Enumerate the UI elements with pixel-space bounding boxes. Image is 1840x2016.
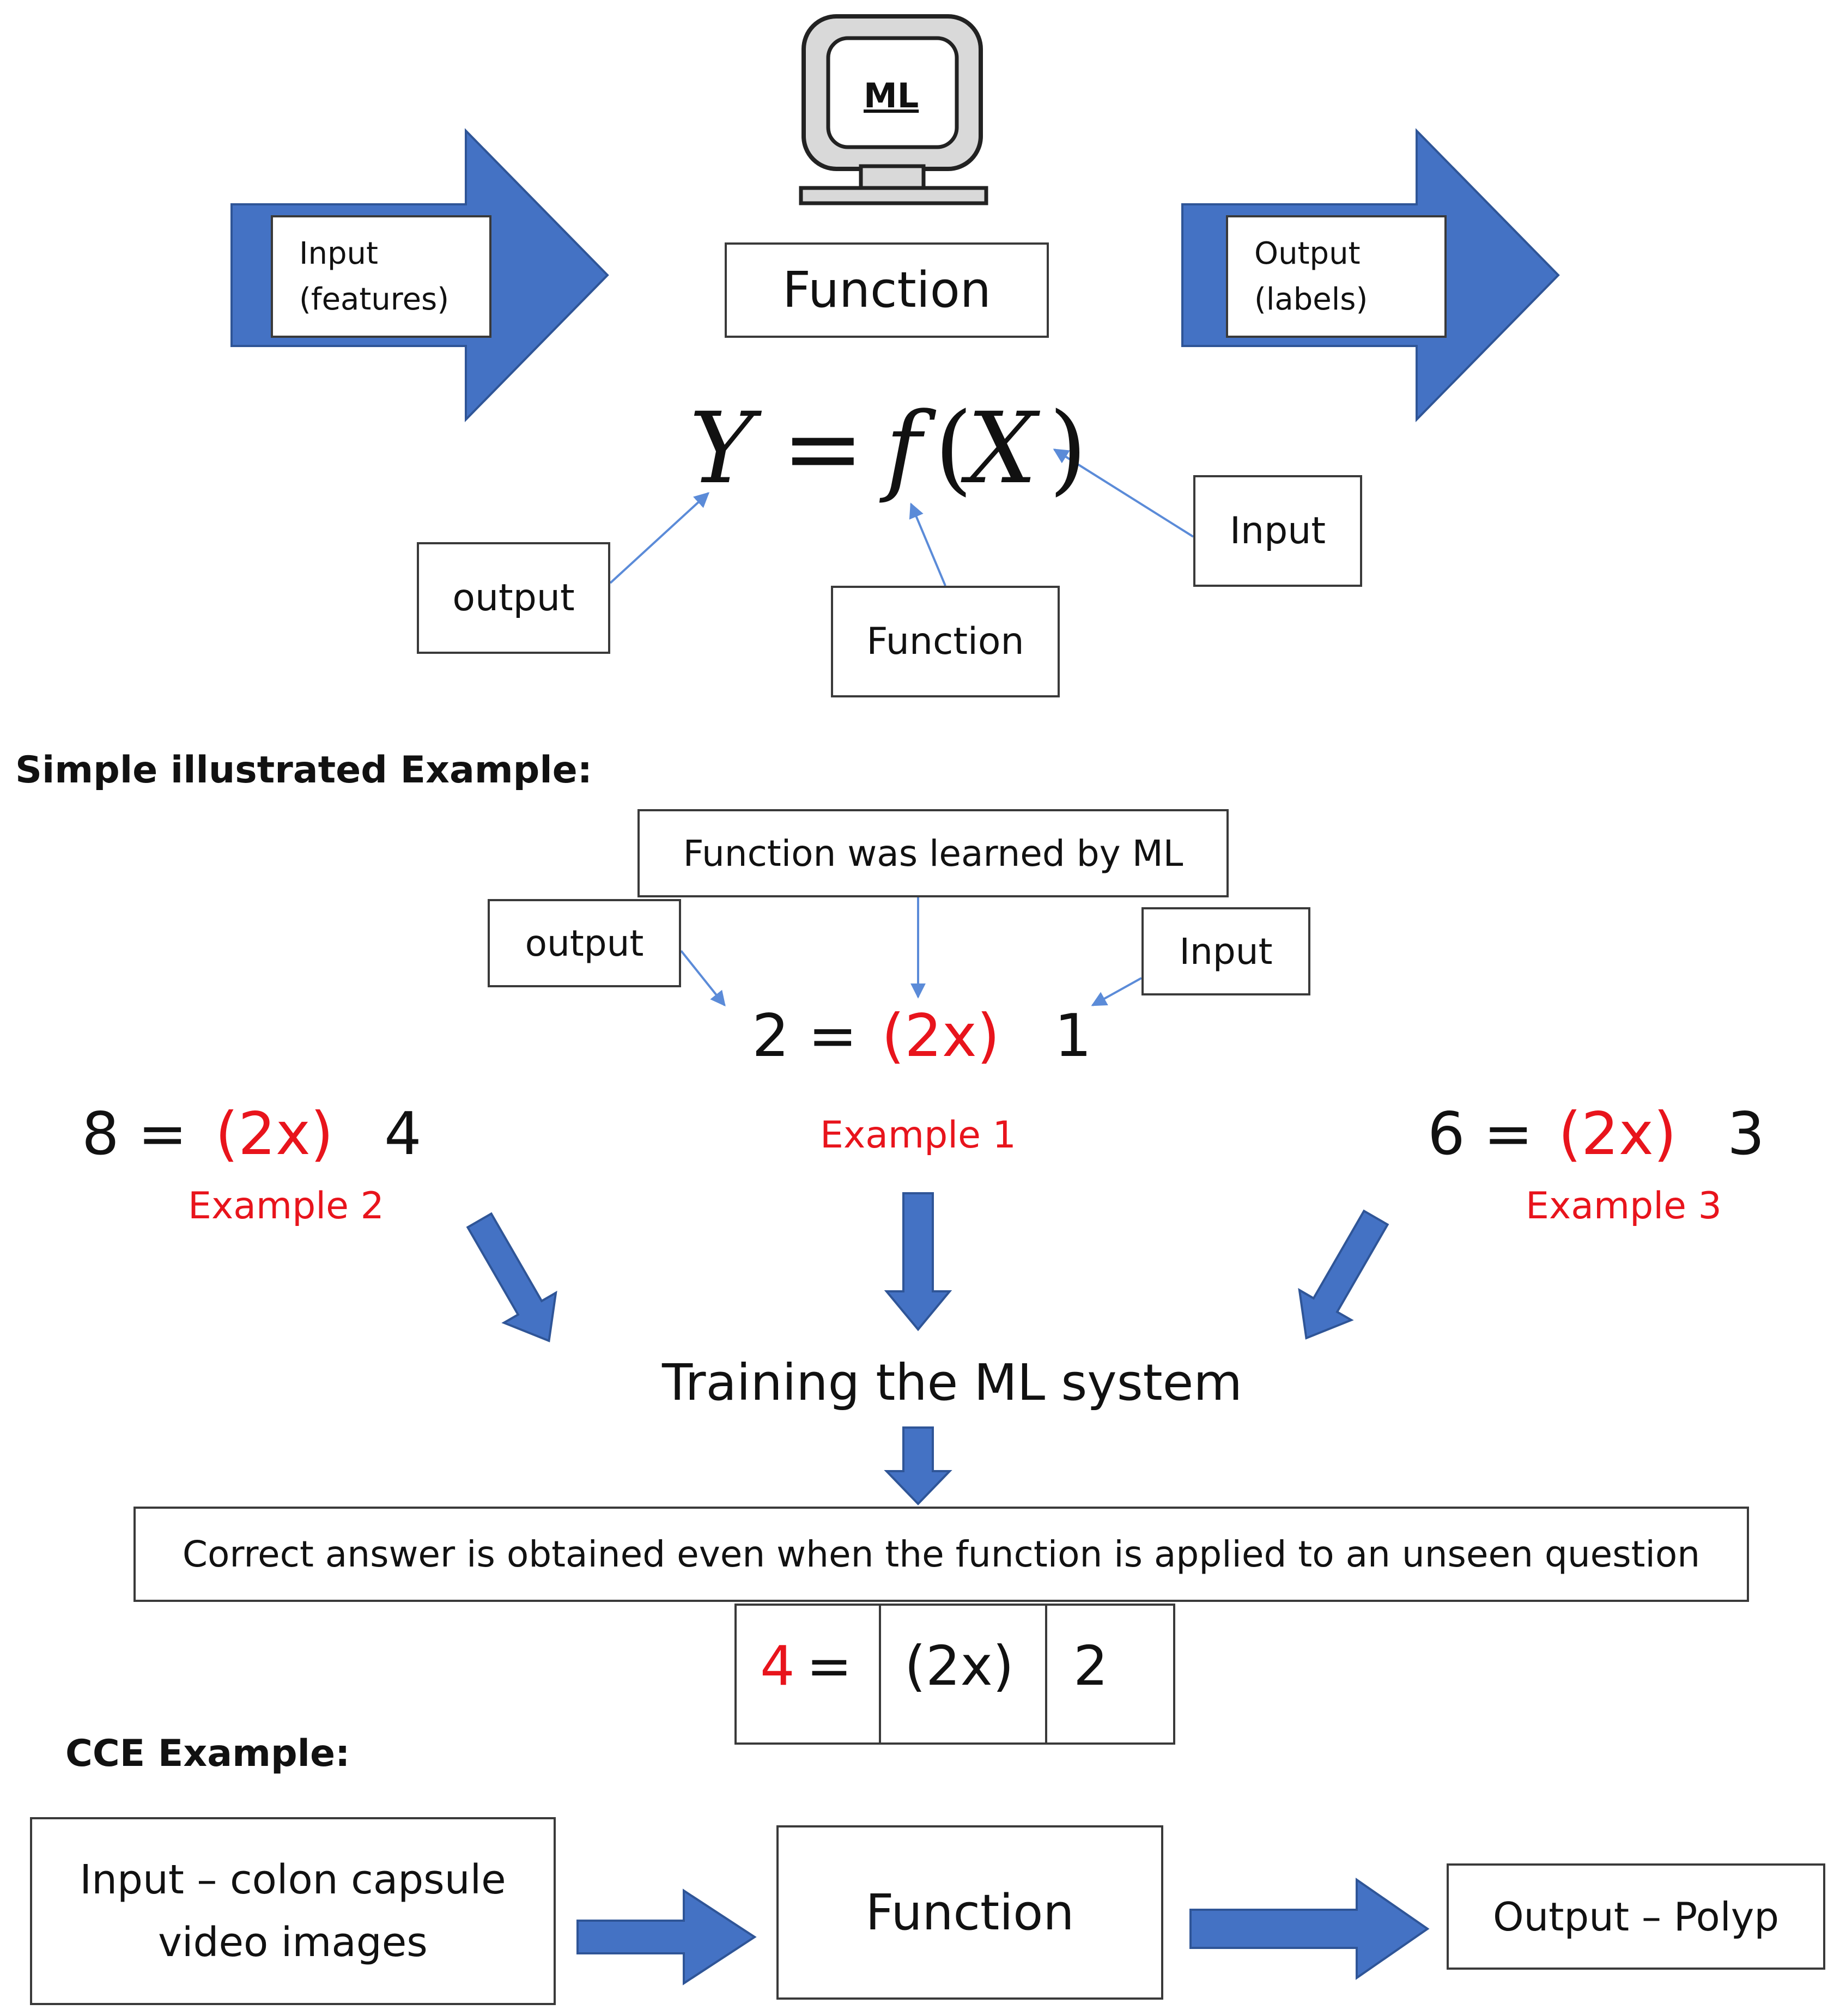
down-arrow-training <box>884 1426 952 1505</box>
equation-close-paren: ) <box>1049 392 1088 506</box>
cce-function-text: Function <box>865 1884 1074 1941</box>
monitor-label: ML <box>864 76 919 116</box>
result-box-text: Correct answer is obtained even when the… <box>182 1533 1701 1575</box>
down-arrow-left <box>466 1212 557 1343</box>
result-box: Correct answer is obtained even when the… <box>133 1507 1749 1602</box>
result-answer: 4 <box>760 1634 795 1698</box>
result-function: (2x) <box>904 1634 1014 1698</box>
input-features-label-box: Input (features) <box>271 215 491 338</box>
result-equals: = <box>806 1634 852 1698</box>
simple-heading: Simple illustrated Example: <box>15 749 592 792</box>
callout-arrow-output <box>609 492 710 584</box>
example1-rhs: 1 <box>1054 1002 1092 1070</box>
cce-input-line1: Input – colon capsule <box>80 1856 506 1903</box>
top-input-callout: Input <box>1193 475 1362 587</box>
top-input-callout-text: Input <box>1229 509 1326 552</box>
output-label-line2: (labels) <box>1254 281 1368 317</box>
example3-rhs: 3 <box>1727 1100 1765 1168</box>
learned-function-box: Function was learned by ML <box>637 809 1229 897</box>
simple-output-arrow <box>680 950 726 1007</box>
training-label: Training the ML system <box>662 1353 1242 1412</box>
cce-arrow-2 <box>1189 1878 1430 1980</box>
example2-lhs: 8 = <box>82 1100 187 1168</box>
example3-lhs: 6 = <box>1428 1100 1533 1168</box>
down-arrow-right <box>1298 1209 1389 1340</box>
simple-input-arrow <box>1091 977 1142 1006</box>
top-output-callout: output <box>417 542 610 654</box>
example2-rhs: 4 <box>384 1100 422 1168</box>
top-function-box: Function <box>725 242 1049 338</box>
equation-equals: = <box>782 392 864 506</box>
down-arrow-center <box>884 1192 952 1332</box>
simple-input-callout-text: Input <box>1179 930 1273 973</box>
cce-input-line2: video images <box>158 1918 428 1966</box>
example1-lhs: 2 = <box>752 1002 858 1070</box>
top-function-label: Function <box>782 262 991 319</box>
simple-output-callout-text: output <box>525 922 644 964</box>
output-label-line1: Output <box>1254 235 1361 271</box>
example2-function: (2x) <box>215 1100 333 1168</box>
input-label-line1: Input <box>299 235 379 271</box>
example3-label: Example 3 <box>1526 1185 1722 1228</box>
cce-output-box: Output – Polyp <box>1447 1863 1825 1970</box>
callout-arrow-function <box>909 502 946 586</box>
simple-output-callout: output <box>488 899 681 987</box>
simple-input-callout: Input <box>1141 907 1310 995</box>
example3-function: (2x) <box>1558 1100 1677 1168</box>
top-function-callout: Function <box>831 586 1060 697</box>
example1-label: Example 1 <box>820 1114 1016 1157</box>
equation-open-paren: ( <box>934 392 973 506</box>
cce-heading: CCE Example: <box>65 1732 350 1775</box>
equation-y: Y <box>689 392 754 506</box>
equation-x: X <box>967 392 1037 506</box>
equation-f: f <box>885 392 922 506</box>
example1-function: (2x) <box>882 1002 1000 1070</box>
result-input: 2 <box>1073 1634 1108 1698</box>
cce-input-box: Input – colon capsule video images <box>30 1817 556 2005</box>
cce-output-text: Output – Polyp <box>1492 1893 1780 1940</box>
learned-function-text: Function was learned by ML <box>683 832 1183 875</box>
input-label-line2: (features) <box>299 281 450 317</box>
top-output-callout-text: output <box>452 576 575 620</box>
cce-arrow-1 <box>576 1889 757 1985</box>
example2-label: Example 2 <box>188 1185 384 1228</box>
output-labels-label-box: Output (labels) <box>1226 215 1447 338</box>
result-cells-frame <box>734 1604 1175 1745</box>
callout-arrow-input <box>1053 448 1194 538</box>
cce-function-box: Function <box>776 1825 1163 2000</box>
computer-monitor-icon <box>799 14 988 205</box>
top-function-callout-text: Function <box>866 620 1024 663</box>
